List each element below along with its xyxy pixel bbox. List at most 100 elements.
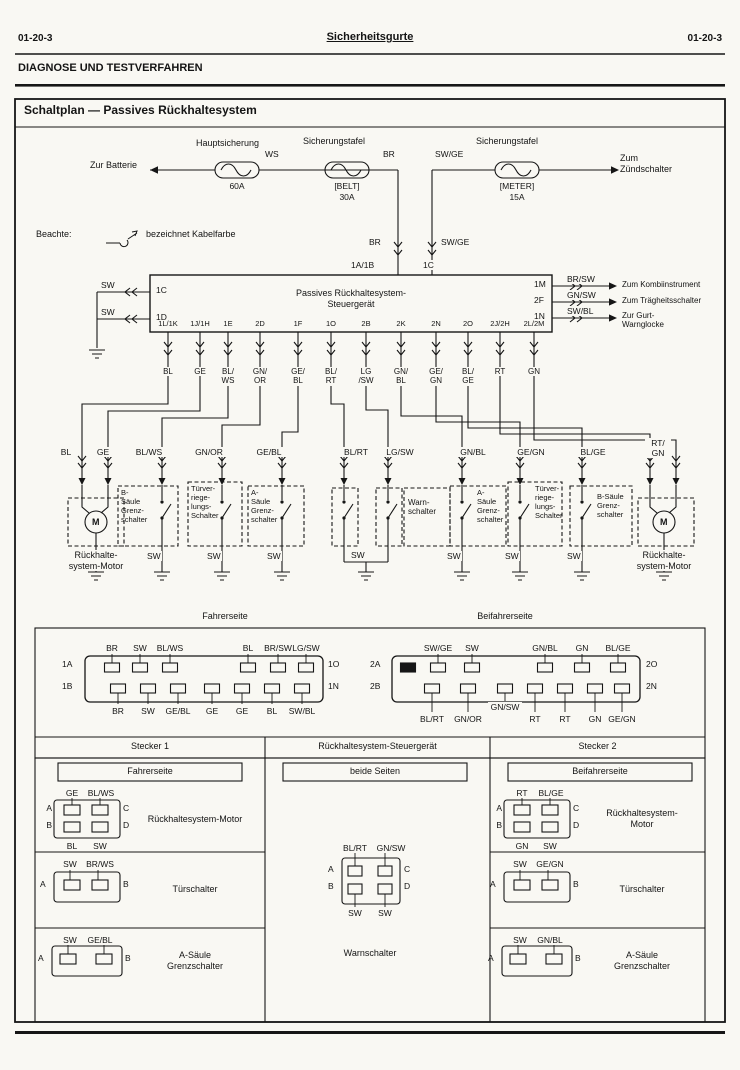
connector-wire-label: GN/BL [532,643,558,653]
note-label: Beachte: [36,229,72,239]
wire-color-label: GE/ BL [285,367,311,386]
ecu-pin-label: 1F [293,319,303,328]
wire-color-label: GE/GN [513,447,549,458]
wire-color-label: RT/ GN [645,438,671,459]
switch-icons [160,485,592,572]
ecu-pin-label: 2D [255,319,265,328]
component-name: A- Säule Grenz- schalter [251,488,278,524]
ecu-pin-label: 2L/2M [523,319,545,328]
component-name: A- Säule Grenz- schalter [477,488,504,524]
ground-icons [88,571,672,581]
wire-color-label: BL/RT [338,447,374,458]
ecu-pin-label: 1A/1B [350,260,376,271]
wire-color-label: BR/SW [566,274,596,285]
connector-name: A-Säule Grenzschalter [613,950,671,971]
connector-wire-label: SW [141,706,155,716]
pin-letter: B [125,953,131,963]
pin-letter: A [496,803,502,813]
wire-color-label: GE [187,367,213,377]
connector-pin-label: 2O [646,659,658,669]
connector-name: Türschalter [172,884,218,894]
fuse-rating: 15A [509,192,525,202]
wire-color-label: LG/SW [382,447,418,458]
connector-wire-label: GE [205,706,219,716]
wire-color-label: BL/ WS [215,367,241,386]
connector-wire-label: SW [63,935,77,945]
wire-color-label: SW/BL [566,306,595,317]
fuse-panel-label: Sicherungstafel [303,136,366,146]
wire-color-label: SW [100,307,116,318]
component-name: Türver- riege- lungs- Schalter [191,484,219,520]
ecu-pin-label: 1O [325,319,336,328]
pin-letter: A [328,864,334,874]
connector-wire-label: GE/BL [165,706,191,716]
wire-color-label: SW/GE [440,237,471,248]
wire-target-label: Zum Kombiinstrument [622,280,701,289]
ecu-pin-label: 1C [156,285,167,295]
wire-color-label: BL/ GE [455,367,481,386]
connector-wire-label: BL [242,643,254,653]
wire-color-label: BL/ RT [318,367,344,386]
pin-letter: B [123,879,129,889]
side-label-passenger: Beifahrerseite [477,611,533,621]
connector-pin-label: 2N [646,681,657,691]
connector-wire-label: GN [588,714,602,724]
connector-wire-label: SW [543,841,557,851]
wire-color-label: GN/ OR [247,367,273,386]
component-name: Türver- riege- lungs- Schalter [535,484,563,520]
wire-color-label: BL/GE [575,447,611,458]
wire-target-label: Zur Gurt- Warnglocke [622,311,664,330]
fuse-name: [METER] [499,181,535,191]
connector-wire-label: GN [575,643,589,653]
wire-color-label: LG /SW [353,367,379,386]
wire-color-label: BR [368,237,382,248]
connector-wire-label: RT [529,714,541,724]
connector-pin-label: 2A [370,659,381,669]
connector-wire-label: GN [515,841,529,851]
wire-color-label: RT [487,367,513,377]
wire-color-label: GE/ GN [423,367,449,386]
pin-letter: B [575,953,581,963]
arrow-marks [77,455,681,469]
section-title: DIAGNOSE UND TESTVERFAHREN [18,62,203,74]
pin-letter: A [46,803,52,813]
connector-wire-label: BL [66,841,78,851]
main-fuse-label: Hauptsicherung [196,138,260,148]
connector-wire-label: RT [516,788,528,798]
connector-caption: Stecker 1 [130,741,170,751]
table-header: beide Seiten [349,766,401,776]
component-name: Rückhalte- system-Motor [612,550,716,572]
wire-color-label: BL [56,447,76,458]
connector-pin-label: 1B [62,681,73,691]
connector-wire-label: LG/SW [292,643,320,653]
connector-name: Warnschalter [343,948,397,958]
page-rules [15,53,725,1034]
connector-wire-label: SW [63,859,77,869]
connector-wire-label: SW [133,643,147,653]
ecu-pin-label: 1M [534,279,546,289]
ground-wire-label: SW [350,550,366,561]
ground-wire-label: SW [504,551,520,562]
side-label-driver: Fahrerseite [202,611,248,621]
connector-wire-label: GE/GN [536,859,564,869]
pin-letter: C [573,803,580,813]
wire-color-label: GN/OR [191,447,227,458]
ecu-pin-label: 2O [462,319,473,328]
connector-wire-label: SW [348,908,362,918]
pin-letter: D [404,881,411,891]
page-code-right: 01-20-3 [687,33,722,44]
wire-color-label: BR [382,149,396,160]
note-symbol-icon [106,230,138,248]
ecu-pin-label: 1E [223,319,233,328]
pin-letter: C [404,864,411,874]
wire-color-label: BL/WS [131,447,167,458]
connector-wire-label: SW [93,841,107,851]
connector-name: A-Säule Grenzschalter [166,950,224,971]
connector-wire-label: BL/WS [156,643,184,653]
connector-caption: Stecker 2 [578,741,617,751]
connector-wire-label: BL/RT [343,843,367,853]
connector-wire-label: GN/SW [488,702,522,713]
wire-color-label: GN/SW [566,290,597,301]
pin-letter: B [46,820,52,830]
